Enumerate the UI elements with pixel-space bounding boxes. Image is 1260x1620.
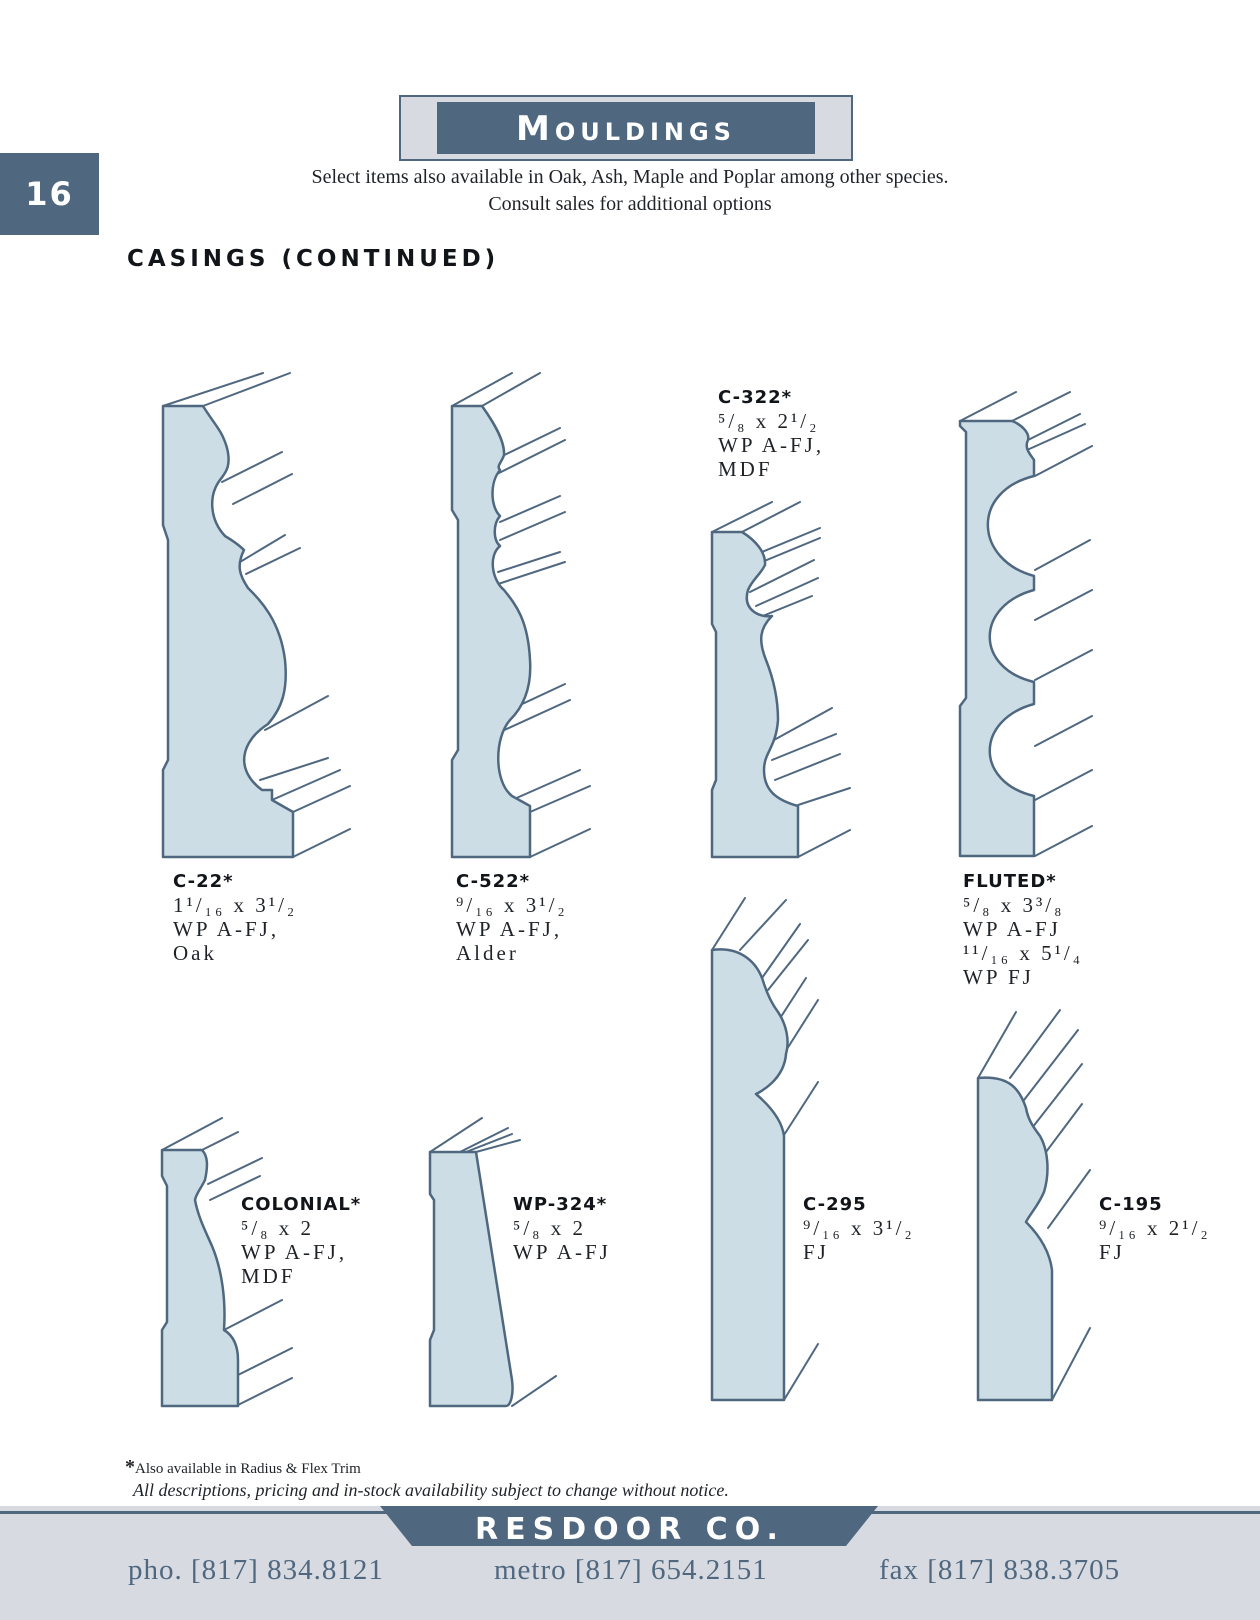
product-size: ⁵/₈ x 2¹/₂ bbox=[718, 409, 820, 433]
product-species: MDF bbox=[718, 457, 773, 481]
profile-c195-drawing bbox=[976, 1009, 1091, 1402]
product-c522-label: C-522* ⁹/₁₆ x 3¹/₂ WP A-FJ, Alder bbox=[456, 871, 568, 965]
product-size: ⁹/₁₆ x 3¹/₂ bbox=[803, 1216, 915, 1240]
subtitle-line-1: Select items also available in Oak, Ash,… bbox=[311, 166, 949, 188]
product-size-alt: ¹¹/₁₆ x 5¹/₄ bbox=[963, 941, 1084, 965]
company-name: RESDOOR CO. bbox=[475, 1512, 785, 1547]
product-material: FJ bbox=[1099, 1240, 1125, 1264]
product-size: ⁵/₈ x 2 bbox=[513, 1216, 586, 1240]
radius-note-text: Also available in Radius & Flex Trim bbox=[135, 1461, 361, 1477]
page-title: Mouldings bbox=[516, 109, 736, 149]
profile-c522-drawing bbox=[450, 372, 591, 859]
product-code: FLUTED* bbox=[963, 871, 1057, 892]
profile-fluted-drawing bbox=[958, 391, 1093, 858]
page-number: 16 bbox=[25, 175, 74, 213]
product-material: WP A-FJ, bbox=[456, 917, 563, 941]
section-heading: CASINGS (CONTINUED) bbox=[127, 246, 500, 272]
product-size: ⁹/₁₆ x 2¹/₂ bbox=[1099, 1216, 1211, 1240]
product-colonial-label: COLONIAL* ⁵/₈ x 2 WP A-FJ, MDF bbox=[241, 1194, 361, 1288]
product-code: WP-324* bbox=[513, 1194, 608, 1215]
product-c295-label: C-295 ⁹/₁₆ x 3¹/₂ FJ bbox=[803, 1194, 915, 1264]
product-material: FJ bbox=[803, 1240, 829, 1264]
product-c22-label: C-22* 1¹/₁₆ x 3¹/₂ WP A-FJ, Oak bbox=[173, 871, 297, 965]
product-size: ⁵/₈ x 3³/₈ bbox=[963, 893, 1065, 917]
product-species: Oak bbox=[173, 941, 217, 965]
product-size: ⁹/₁₆ x 3¹/₂ bbox=[456, 893, 568, 917]
page-number-tab bbox=[0, 153, 99, 235]
product-material: WP A-FJ, bbox=[241, 1240, 348, 1264]
profile-c322-drawing bbox=[710, 501, 851, 859]
radius-note: *Also available in Radius & Flex Trim bbox=[125, 1456, 361, 1479]
product-c322-label: C-322* ⁵/₈ x 2¹/₂ WP A-FJ, MDF bbox=[718, 387, 824, 481]
product-species: Alder bbox=[456, 941, 519, 965]
product-material: WP A-FJ, bbox=[173, 917, 280, 941]
product-material: WP A-FJ, bbox=[718, 433, 825, 457]
product-material: WP A-FJ bbox=[513, 1240, 611, 1264]
product-wp324-label: WP-324* ⁵/₈ x 2 WP A-FJ bbox=[513, 1194, 611, 1264]
subtitle-line-2: Consult sales for additional options bbox=[488, 193, 772, 215]
product-material-alt: WP FJ bbox=[963, 965, 1034, 989]
product-size: ⁵/₈ x 2 bbox=[241, 1216, 314, 1240]
product-c195-label: C-195 ⁹/₁₆ x 2¹/₂ FJ bbox=[1099, 1194, 1211, 1264]
metro-number: metro [817] 654.2151 bbox=[494, 1554, 768, 1586]
product-code: C-322* bbox=[718, 387, 793, 408]
subtitle: Select items also available in Oak, Ash,… bbox=[200, 164, 1060, 218]
title-plate bbox=[437, 102, 815, 154]
company-banner bbox=[380, 1506, 878, 1546]
profile-colonial-drawing bbox=[160, 1117, 293, 1408]
product-code: C-22* bbox=[173, 871, 234, 892]
product-material: WP A-FJ bbox=[963, 917, 1061, 941]
profile-c22-drawing bbox=[161, 372, 351, 859]
product-code: C-522* bbox=[456, 871, 531, 892]
fax-number: fax [817] 838.3705 bbox=[879, 1554, 1121, 1586]
product-fluted-label: FLUTED* ⁵/₈ x 3³/₈ WP A-FJ ¹¹/₁₆ x 5¹/₄ … bbox=[963, 871, 1083, 989]
phone-number: pho. [817] 834.8121 bbox=[128, 1554, 384, 1586]
product-species: MDF bbox=[241, 1264, 296, 1288]
product-size: 1¹/₁₆ x 3¹/₂ bbox=[173, 893, 298, 917]
product-code: C-295 bbox=[803, 1194, 867, 1215]
product-code: C-195 bbox=[1099, 1194, 1163, 1215]
product-code: COLONIAL* bbox=[241, 1194, 362, 1215]
profile-wp324-drawing bbox=[428, 1117, 557, 1408]
profile-c295-drawing bbox=[710, 897, 819, 1402]
asterisk: * bbox=[125, 1456, 135, 1478]
disclaimer: All descriptions, pricing and in-stock a… bbox=[133, 1480, 729, 1500]
